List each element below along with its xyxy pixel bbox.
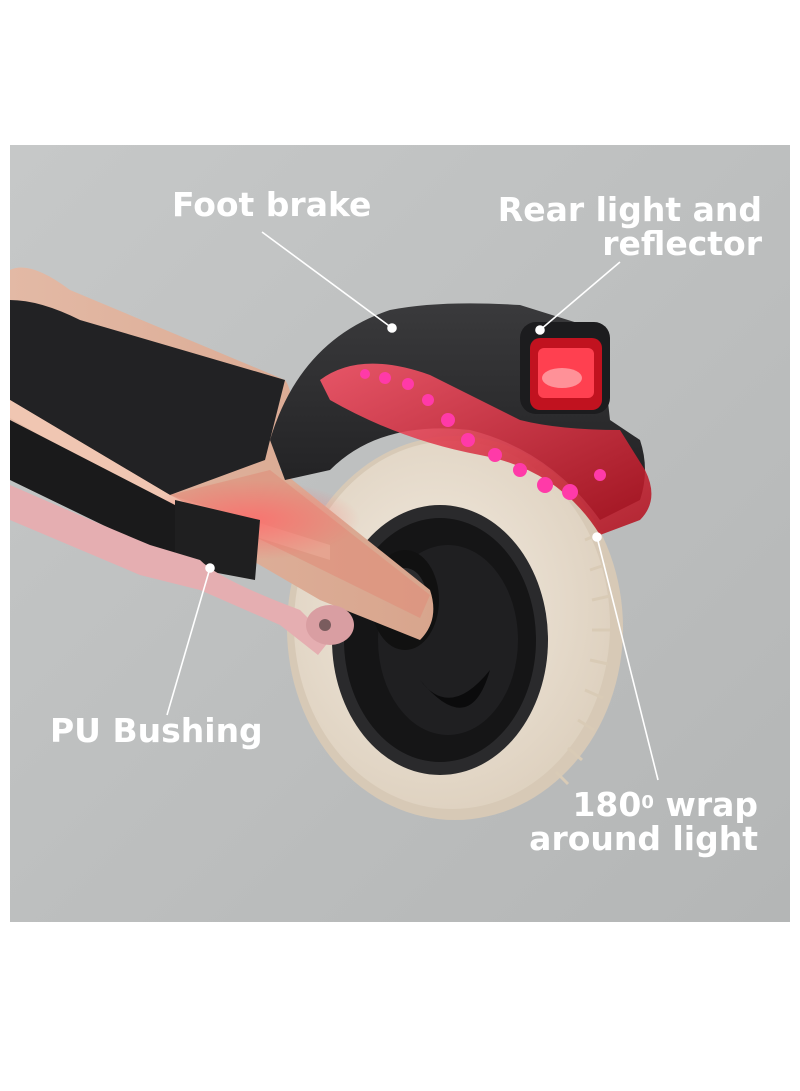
callout-rear-light-line1: Rear light and [497,190,762,229]
wrap-degrees: 180 [572,785,642,824]
product-photo-panel [10,145,790,922]
wrap-degree-sup: 0 [641,792,654,813]
callout-rear-light: Rear light and reflector [498,193,762,261]
callout-wrap-light: 1800 wrap around light [529,788,758,856]
scooter-rear-illustration [10,145,790,922]
wrap-word: wrap [653,785,758,824]
callout-lines [166,231,659,781]
rear-wheel [287,436,623,820]
callout-rear-light-line2: reflector [602,224,762,263]
callout-foot-brake: Foot brake [172,185,372,224]
pink-frame [10,485,354,655]
callout-pu-bushing: PU Bushing [50,711,263,750]
callout-wrap-light-line2: around light [529,819,758,858]
rear-fender [270,303,652,535]
callout-wrap-light-line1: 1800 wrap [529,788,758,822]
